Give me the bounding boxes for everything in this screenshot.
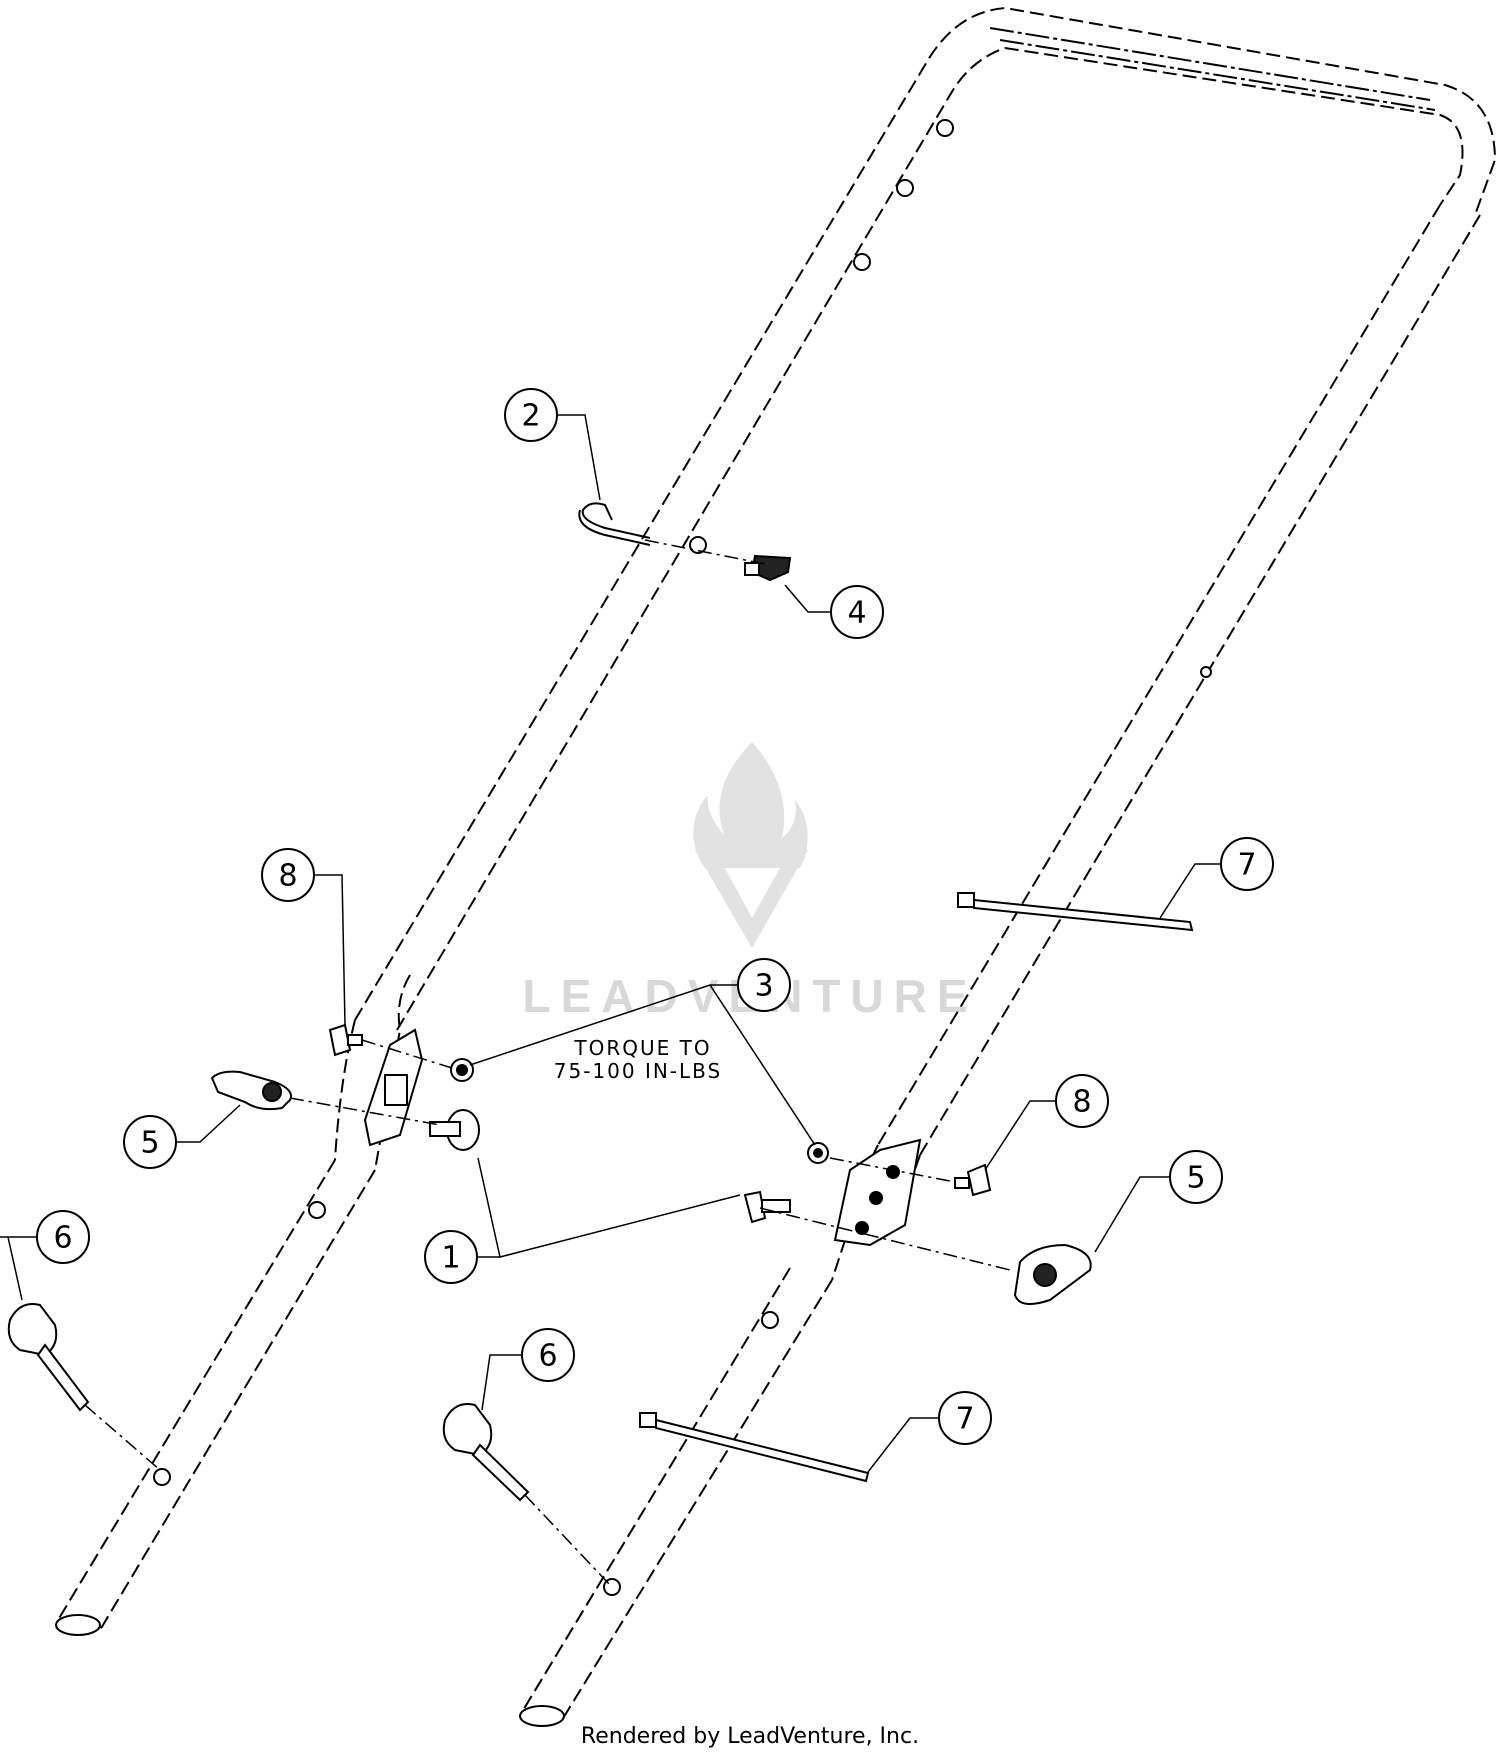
- leader-1: [477, 1157, 741, 1258]
- callout-6a: 6: [36, 1210, 90, 1264]
- part-6-bolt-right: [442, 1403, 530, 1502]
- callout-8b: 8: [1055, 1074, 1109, 1128]
- callout-label: 5: [1186, 1161, 1205, 1196]
- lower-left-tube-left-edge: [57, 1159, 336, 1621]
- leader-6b: [481, 1354, 523, 1411]
- part-3-nut-left: [450, 1058, 474, 1082]
- callout-label: 4: [847, 596, 866, 631]
- tube-hole: [896, 179, 914, 197]
- callout-label: 6: [538, 1339, 557, 1374]
- lower-right-tube-left-edge: [521, 1267, 791, 1713]
- tube-hole: [853, 253, 871, 271]
- callout-4: 4: [830, 585, 884, 639]
- leader-4: [784, 584, 832, 613]
- left-joint-curve: [334, 974, 411, 1171]
- lower-left-tube-right-edge: [99, 1169, 376, 1631]
- torque-note-line1: TORQUE TO: [573, 1036, 711, 1060]
- left-bracket-plate: [363, 1028, 424, 1147]
- left-bracket: [363, 1028, 424, 1147]
- callout-label: 3: [754, 969, 773, 1004]
- callout-6b: 6: [521, 1328, 575, 1382]
- part-4-knob: [744, 554, 792, 582]
- leader-5a: [175, 1104, 241, 1143]
- leader-8b: [984, 1100, 1058, 1171]
- footer-credit: Rendered by LeadVenture, Inc.: [580, 1724, 920, 1749]
- leader-5b: [1094, 1176, 1170, 1253]
- part-7-cable-tie-lower: [639, 1412, 870, 1483]
- right-bracket-hole: [886, 1165, 900, 1179]
- part-1-bolt-left: [429, 1109, 480, 1151]
- part-1-bolt-right: [743, 1190, 791, 1224]
- tube-hole: [761, 1311, 779, 1329]
- tube-holes: [153, 119, 1212, 1596]
- callout-label: 2: [521, 399, 540, 434]
- callout-label: 7: [955, 1402, 974, 1437]
- part-3-nut-right: [807, 1142, 829, 1164]
- callout-3: 3: [737, 958, 791, 1012]
- callout-1: 1: [424, 1230, 478, 1284]
- torque-note-line2: 75-100 IN-LBS: [554, 1059, 722, 1083]
- tube-hole: [153, 1468, 171, 1486]
- left-bracket-slot: [384, 1074, 408, 1106]
- leader-7b: [867, 1417, 940, 1473]
- right-bracket: [833, 1138, 922, 1247]
- watermark-v-icon: [695, 850, 808, 948]
- upper-handle-inner-edge: [396, 46, 1464, 1031]
- right-bracket-hole: [869, 1191, 883, 1205]
- tube-hole: [689, 536, 707, 554]
- part-2-hairpin: [578, 502, 651, 546]
- callout-label: 8: [278, 859, 297, 894]
- upper-handle-outer-edge: [354, 6, 1497, 1021]
- leader-3: [469, 984, 816, 1146]
- upper-handle-inner-edge-2: [989, 27, 1431, 101]
- watermark-flame-icon: [693, 742, 808, 868]
- callout-label: 6: [53, 1221, 72, 1256]
- part-5-knob-right: [1013, 1243, 1092, 1305]
- left-tube-end: [55, 1614, 101, 1636]
- tube-hole: [1200, 666, 1212, 678]
- tube-hole: [308, 1201, 326, 1219]
- callout-7a: 7: [1220, 837, 1274, 891]
- right-bracket-hole: [855, 1221, 869, 1235]
- right-tube-end: [519, 1705, 565, 1727]
- part-5-knob-left: [210, 1070, 292, 1111]
- leader-6a: [0, 1236, 38, 1301]
- tube-hole: [936, 119, 954, 137]
- callout-5a: 5: [123, 1115, 177, 1169]
- callout-label: 8: [1072, 1085, 1091, 1120]
- leader-2: [557, 414, 601, 501]
- lower-right-tube-right-edge: [561, 1279, 833, 1721]
- callout-label: 7: [1237, 848, 1256, 883]
- right-tube-right-edge: [919, 214, 1481, 1156]
- callout-label: 5: [140, 1126, 159, 1161]
- handle-frame: [57, 6, 1497, 1721]
- callout-7b: 7: [938, 1391, 992, 1445]
- part-6-bolt-left: [7, 1303, 90, 1412]
- part-8-bolt-left: [328, 1023, 363, 1057]
- assembly-lines: [84, 539, 1011, 1586]
- callout-2: 2: [504, 388, 558, 442]
- callout-5b: 5: [1169, 1150, 1223, 1204]
- leader-7a: [1159, 863, 1222, 919]
- torque-note: TORQUE TO 75-100 IN-LBS: [554, 1036, 722, 1083]
- part-7-cable-tie-upper: [957, 892, 1194, 932]
- part-8-bolt-right: [954, 1163, 992, 1197]
- callout-label: 1: [441, 1241, 460, 1276]
- upper-handle-inner-edge-3: [999, 39, 1436, 111]
- leader-lines: [0, 414, 1222, 1473]
- callout-8a: 8: [261, 848, 315, 902]
- right-tube-left-edge: [877, 204, 1441, 1146]
- leader-8a: [312, 874, 346, 1026]
